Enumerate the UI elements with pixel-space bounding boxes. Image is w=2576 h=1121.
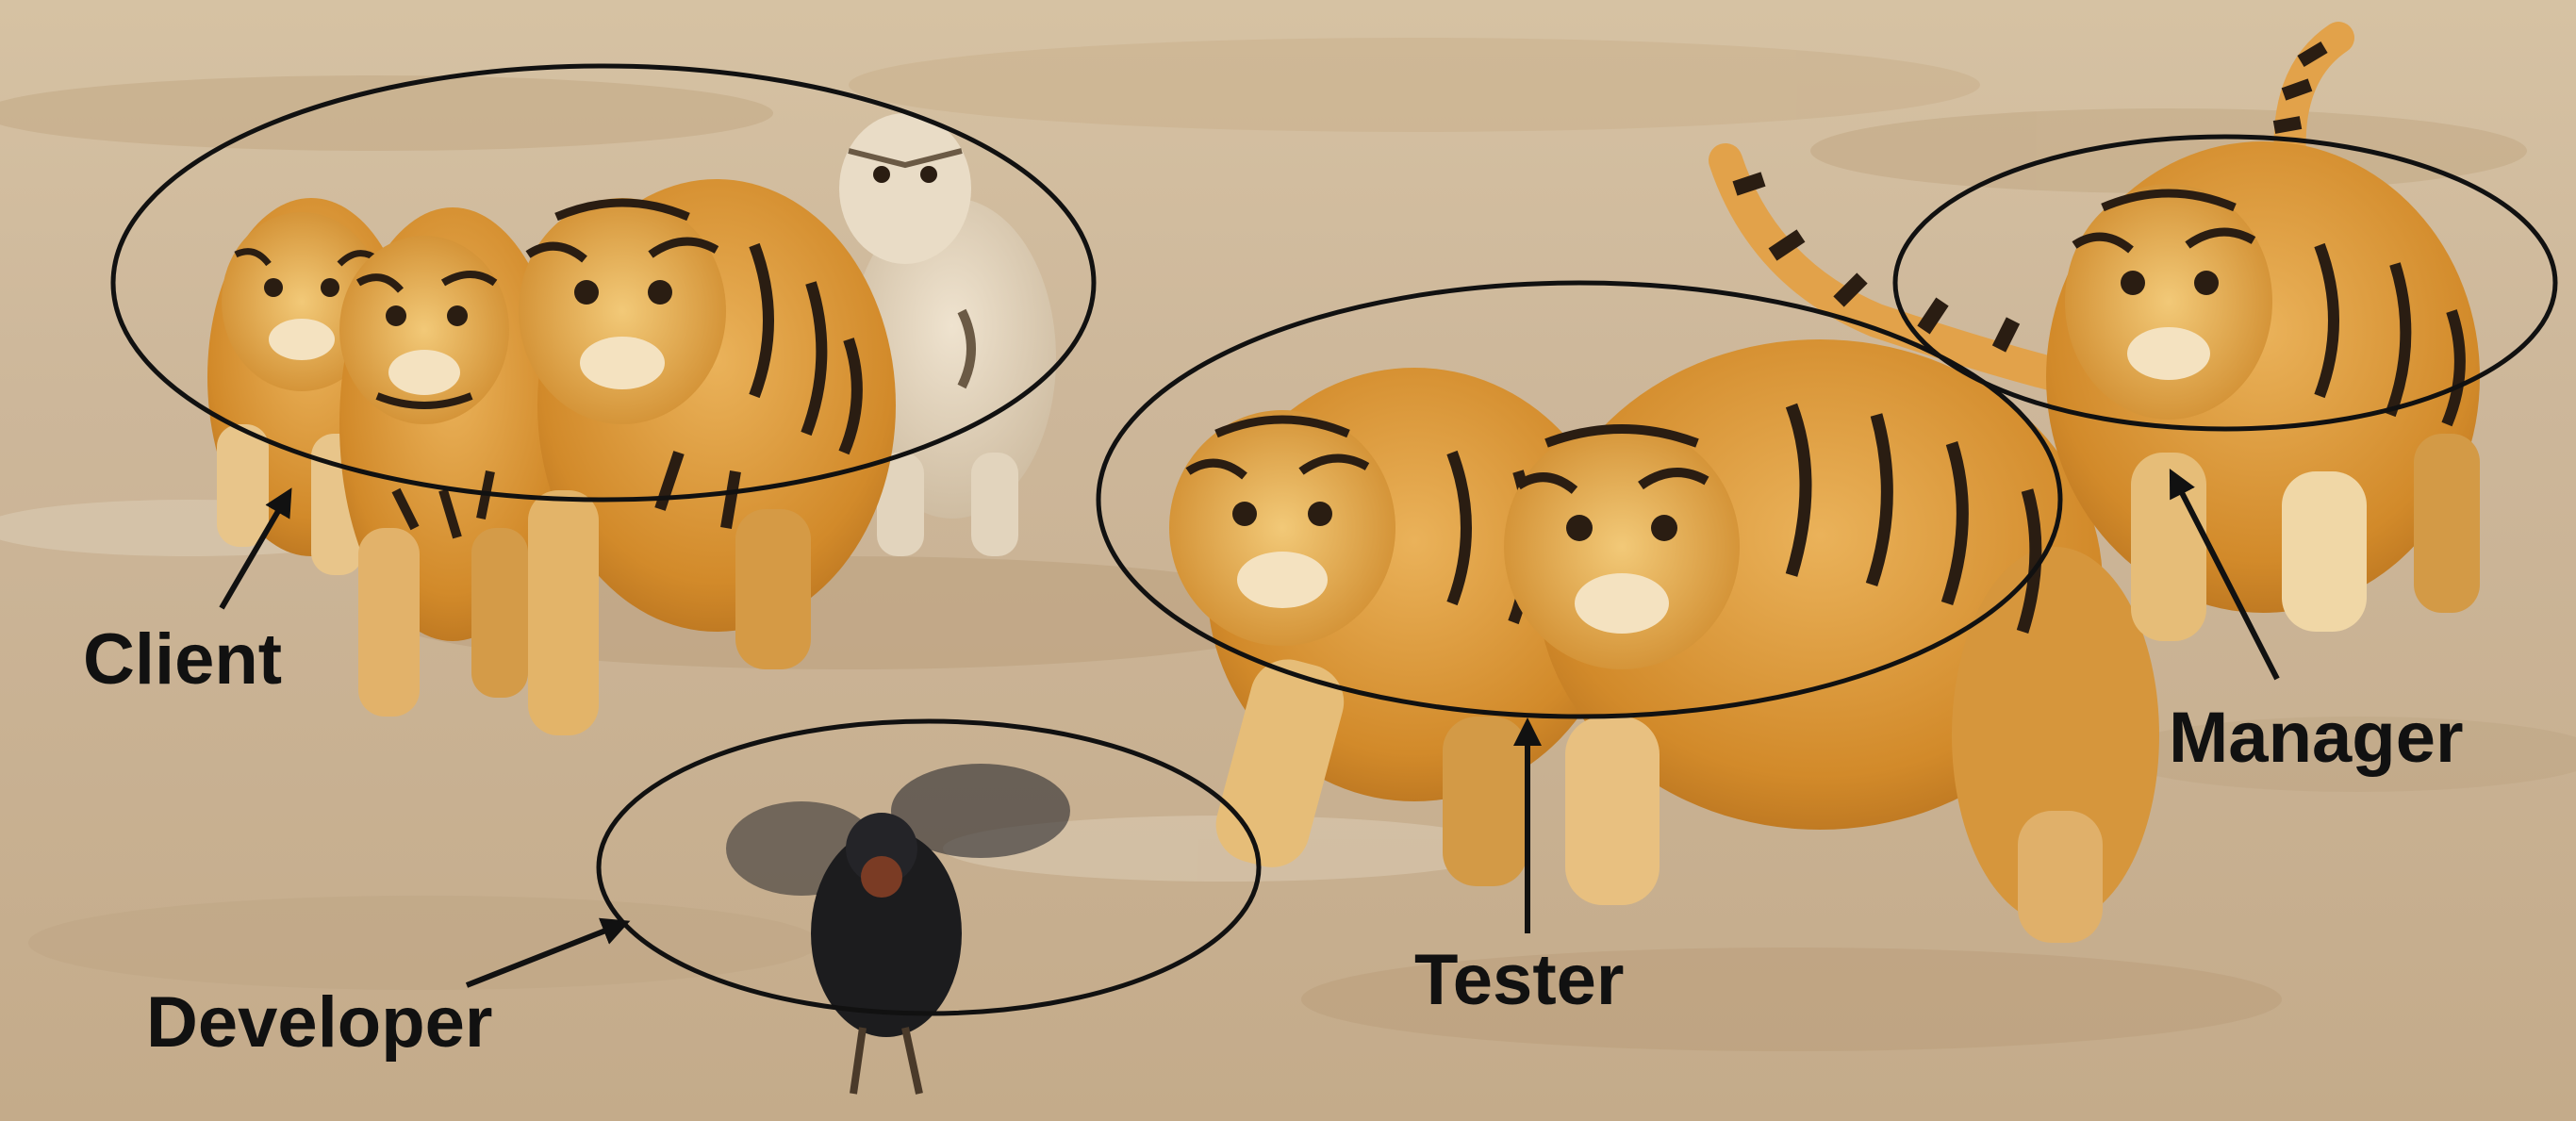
developer-arrow	[465, 917, 631, 988]
manager-label: Manager	[2169, 698, 2464, 778]
second-tiger	[339, 207, 566, 717]
pale-tiger	[839, 113, 1056, 556]
tester-tigers	[1169, 143, 2159, 943]
manager-tiger	[2046, 22, 2480, 641]
tester-ellipse	[1096, 280, 2063, 719]
client-label: Client	[83, 619, 282, 700]
client-ellipse	[110, 63, 1097, 503]
manager-ellipse	[1892, 134, 2558, 432]
front-tiger	[519, 179, 896, 735]
developer-label: Developer	[146, 982, 493, 1063]
manager-arrow	[2169, 468, 2280, 681]
client-arrow	[219, 487, 292, 610]
tester-left-tiger	[1169, 368, 1622, 886]
developer-chicken	[726, 764, 1070, 1095]
developer-ellipse	[596, 718, 1262, 1016]
tester-right-tiger	[1504, 339, 2159, 943]
ground-texture	[0, 38, 2576, 1051]
tester-tail	[1709, 143, 2082, 394]
tester-label: Tester	[1414, 940, 1624, 1020]
client-tigers	[207, 113, 1056, 735]
